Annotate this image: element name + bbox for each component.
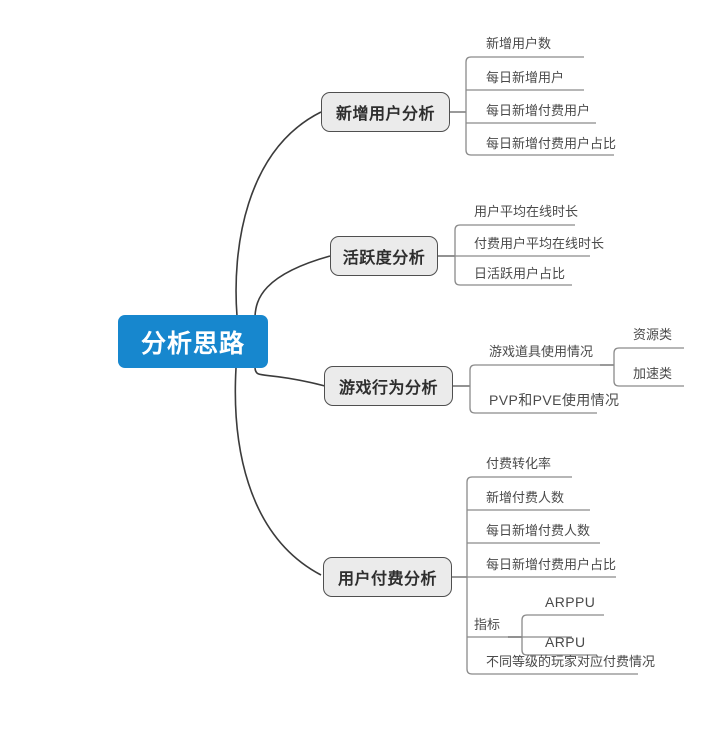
root-node[interactable]: 分析思路 bbox=[118, 315, 268, 368]
branch-3-sub-spine bbox=[613, 347, 629, 387]
leaf-label-b4-sub-1[interactable]: ARPPU bbox=[545, 594, 596, 610]
branch-3-spine bbox=[469, 364, 485, 414]
leaf-label-b1-3[interactable]: 每日新增付费用户 bbox=[486, 103, 591, 118]
branch-node-3-label: 游戏行为分析 bbox=[338, 380, 438, 397]
branch-node-2-label: 活跃度分析 bbox=[342, 250, 426, 267]
root-to-branch-2-connector bbox=[254, 255, 331, 317]
leaf-label-b4-4[interactable]: 每日新增付费用户占比 bbox=[486, 557, 617, 572]
leaf-label-b4-2[interactable]: 新增付费人数 bbox=[486, 490, 565, 505]
leaf-label-b4-6[interactable]: 不同等级的玩家对应付费情况 bbox=[486, 654, 656, 669]
root-node-label: 分析思路 bbox=[140, 329, 245, 358]
leaf-label-b3-sub-2[interactable]: 加速类 bbox=[633, 366, 673, 381]
leaf-label-b3-sub-1[interactable]: 资源类 bbox=[633, 327, 673, 342]
branch-node-4-label: 用户付费分析 bbox=[337, 571, 437, 588]
leaf-label-b1-4[interactable]: 每日新增付费用户占比 bbox=[486, 136, 617, 151]
leaf-label-b4-3[interactable]: 每日新增付费人数 bbox=[486, 523, 591, 538]
branch-node-1[interactable]: 新增用户分析 bbox=[321, 92, 450, 132]
root-to-branch-4-connector bbox=[234, 367, 322, 576]
branch-node-4[interactable]: 用户付费分析 bbox=[323, 557, 452, 597]
branch-4-sub-spine bbox=[521, 614, 537, 656]
leaf-label-b1-1[interactable]: 新增用户数 bbox=[486, 36, 552, 51]
leaf-label-b4-1[interactable]: 付费转化率 bbox=[486, 456, 552, 471]
leaf-label-b1-2[interactable]: 每日新增用户 bbox=[486, 70, 565, 85]
branch-4-spine bbox=[466, 476, 482, 675]
leaf-label-b3-1[interactable]: 游戏道具使用情况 bbox=[489, 344, 594, 359]
leaf-label-b2-3[interactable]: 日活跃用户占比 bbox=[474, 266, 566, 281]
root-to-branch-1-connector bbox=[235, 111, 322, 317]
branch-1-spine bbox=[465, 56, 481, 156]
leaf-label-b2-2[interactable]: 付费用户平均在线时长 bbox=[474, 236, 605, 251]
leaf-label-b2-1[interactable]: 用户平均在线时长 bbox=[474, 204, 579, 219]
leaf-label-b4-sub-2[interactable]: ARPU bbox=[545, 634, 586, 650]
branch-2-spine bbox=[454, 224, 470, 286]
root-to-branch-3-connector bbox=[254, 367, 326, 387]
branch-node-2[interactable]: 活跃度分析 bbox=[330, 236, 438, 276]
branch-node-3[interactable]: 游戏行为分析 bbox=[324, 366, 453, 406]
leaf-label-b4-5[interactable]: 指标 bbox=[474, 617, 501, 632]
leaf-label-b3-2[interactable]: PVP和PVE使用情况 bbox=[489, 392, 620, 408]
branch-node-1-label: 新增用户分析 bbox=[335, 106, 435, 123]
